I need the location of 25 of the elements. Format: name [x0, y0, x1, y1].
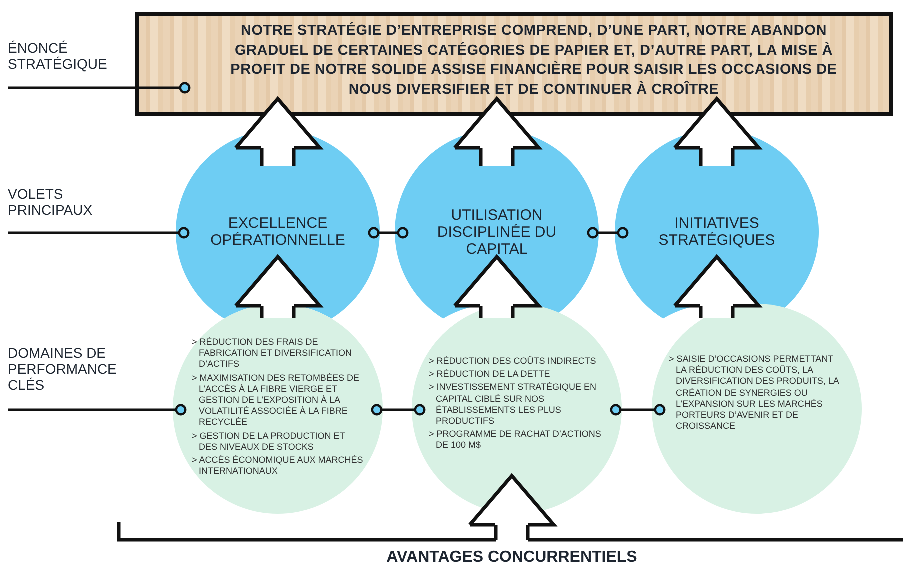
leader-line: [8, 227, 190, 239]
bullet-item: > ACCÈS ÉCONOMIQUE AUX MARCHÉS INTERNATIONAUX: [192, 455, 364, 478]
leader-line: [8, 404, 187, 416]
connector-line: [587, 227, 629, 239]
row-label: DOMAINES DE PERFORMANCE CLÉS: [8, 345, 118, 394]
bullet-item: > MAXIMISATION DES RETOMBÉES DE L’ACCÈS À LA FIBRE VIERGE ET GESTION DE L’EXPOSITION À LA VOLATILITÉ ASSOCIÉE À LA FIBRE RECYCLÉE: [192, 372, 360, 429]
bullet-item: > RÉDUCTION DES FRAIS DE FABRICATION ET DIVERSIFICATION D’ACTIFS: [192, 337, 354, 371]
connector-line: [610, 404, 666, 416]
pillar-title: UTILISATION DISCIPLINÉE DU CAPITAL: [436, 206, 558, 258]
statement-text: NOTRE STRATÉGIE D’ENTREPRISE COMPREND, D’UNE PART, NOTRE ABANDON GRADUEL DE CERTAINES CATÉGORIES DE PAPIER ET, D’AUTRE PART, LA MISE À PROFIT DE NOTRE SOLIDE ASSISE FINANCIÈRE POUR SAISIR LES OCCASIONS DE NOUS DIVERSIFIER ET DE CONTINUER À CROÎTRE: [230, 22, 838, 100]
bullet-item: > PROGRAMME DE RACHAT D’ACTIONS DE 100 M$: [429, 429, 602, 452]
row-label: ÉNONCÉ STRATÉGIQUE: [8, 40, 108, 72]
bullet-item: > INVESTISSEMENT STRATÉGIQUE EN CAPITAL CIBLÉ SUR NOS ÉTABLISSEMENTS LES PLUS PRODUCTIFS: [429, 382, 598, 428]
bullet-item: > RÉDUCTION DES COÛTS INDIRECTS: [429, 356, 598, 368]
row-label: VOLETS PRINCIPAUX: [8, 186, 94, 218]
bullet-item: > GESTION DE LA PRODUCTION ET DES NIVEAUX DE STOCKS: [192, 430, 346, 454]
leader-line: [8, 82, 191, 94]
strategy-statement-box: [135, 12, 893, 116]
pillar-title: EXCELLENCE OPÉRATIONNELLE: [210, 215, 346, 249]
connector-line: [371, 404, 426, 416]
footer-label: AVANTAGES CONCURRENTIELS: [386, 549, 638, 567]
bullet-item: > SAISIE D’OCCASIONS PERMETTANT LA RÉDUCTION DES COÛTS, LA DIVERSIFICATION DES PRODUITS, LA CRÉATION DE SYNERGIES OU L’EXPANSION SUR LES MARCHÉS PORTEURS D’AVENIR ET DE CROISSANCE: [669, 354, 840, 432]
pillar-title: INITIATIVES STRATÉGIQUES: [658, 215, 776, 249]
bullet-item: > RÉDUCTION DE LA DETTE: [429, 369, 552, 380]
connector-line: [368, 227, 409, 239]
